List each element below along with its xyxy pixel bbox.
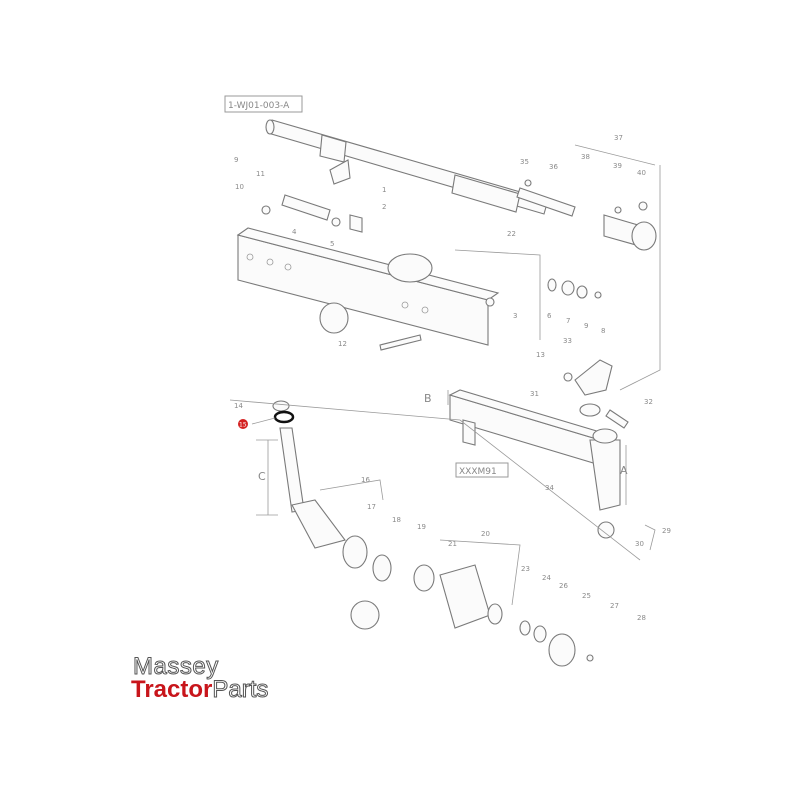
callout-9b: 9 [584, 322, 588, 330]
highlight-marker [238, 419, 248, 429]
callout-8: 8 [601, 327, 605, 335]
callout-25: 25 [582, 592, 591, 600]
washers-6-7-8 [485, 278, 602, 307]
drag-link [516, 179, 657, 251]
callout-26: 26 [559, 582, 568, 590]
callout-22: 22 [507, 230, 516, 238]
callout-6: 6 [547, 312, 552, 320]
callout-32: 32 [644, 398, 653, 406]
callout-35: 35 [520, 158, 529, 166]
callout-33: 33 [563, 337, 572, 345]
tie-rod-end-left [261, 159, 351, 221]
callout-17: 17 [367, 503, 376, 511]
callout-29: 29 [662, 527, 671, 535]
reference-box [224, 95, 303, 113]
callout-20: 20 [481, 530, 490, 538]
logo-line2: TractorParts [131, 676, 269, 703]
leader-lines [229, 144, 661, 606]
callout-38: 38 [581, 153, 590, 161]
callout-12: 12 [338, 340, 347, 348]
part-5 [331, 217, 341, 227]
axle-tube [265, 119, 549, 215]
logo-line1: Massey [133, 653, 219, 680]
callout-14: 14 [234, 402, 243, 410]
callout-28: 28 [637, 614, 646, 622]
callout-30: 30 [635, 540, 644, 548]
callout-11: 11 [256, 170, 265, 178]
logo-tractor: Tractor [131, 676, 213, 703]
callout-10: 10 [235, 183, 244, 191]
callout-4: 4 [292, 228, 297, 236]
callout-7: 7 [566, 317, 570, 325]
model-tag-box [455, 462, 509, 478]
callout-5: 5 [330, 240, 334, 248]
stub-axle [272, 400, 346, 549]
callout-labels: 9 10 11 4 5 1 2 35 36 22 38 37 39 40 6 7… [234, 134, 671, 622]
callout-24: 24 [542, 574, 551, 582]
callout-39: 39 [613, 162, 622, 170]
part-12-bolt [379, 334, 422, 351]
callout-3: 3 [513, 312, 517, 320]
dimension-a: A [620, 464, 628, 477]
callout-34: 34 [545, 484, 554, 492]
dimension-b: B [424, 392, 432, 405]
callout-16: 16 [361, 476, 370, 484]
callout-23: 23 [521, 565, 530, 573]
axle-beam [236, 227, 500, 346]
part-15-seal-highlighted [273, 410, 295, 424]
callout-13: 13 [536, 351, 545, 359]
callout-15-highlighted: 15 [239, 422, 247, 429]
callout-31: 31 [530, 390, 539, 398]
model-tag: XXXM91 [459, 467, 497, 477]
reference-code: 1-WJ01-003-A [228, 101, 290, 111]
callout-2: 2 [382, 203, 386, 211]
callout-19: 19 [417, 523, 426, 531]
callout-36: 36 [549, 163, 558, 171]
callout-40: 40 [637, 169, 646, 177]
part-2-bush [349, 214, 363, 233]
logo-parts: Parts [212, 676, 269, 703]
callout-37: 37 [614, 134, 623, 142]
dimension-c: C [258, 470, 266, 483]
callout-18: 18 [392, 516, 401, 524]
callout-1: 1 [382, 186, 386, 194]
hub-assembly [342, 535, 594, 667]
callout-9: 9 [234, 156, 238, 164]
callout-21: 21 [448, 540, 457, 548]
callout-27: 27 [610, 602, 619, 610]
steering-arm [563, 359, 629, 429]
axle-extension [448, 389, 621, 539]
